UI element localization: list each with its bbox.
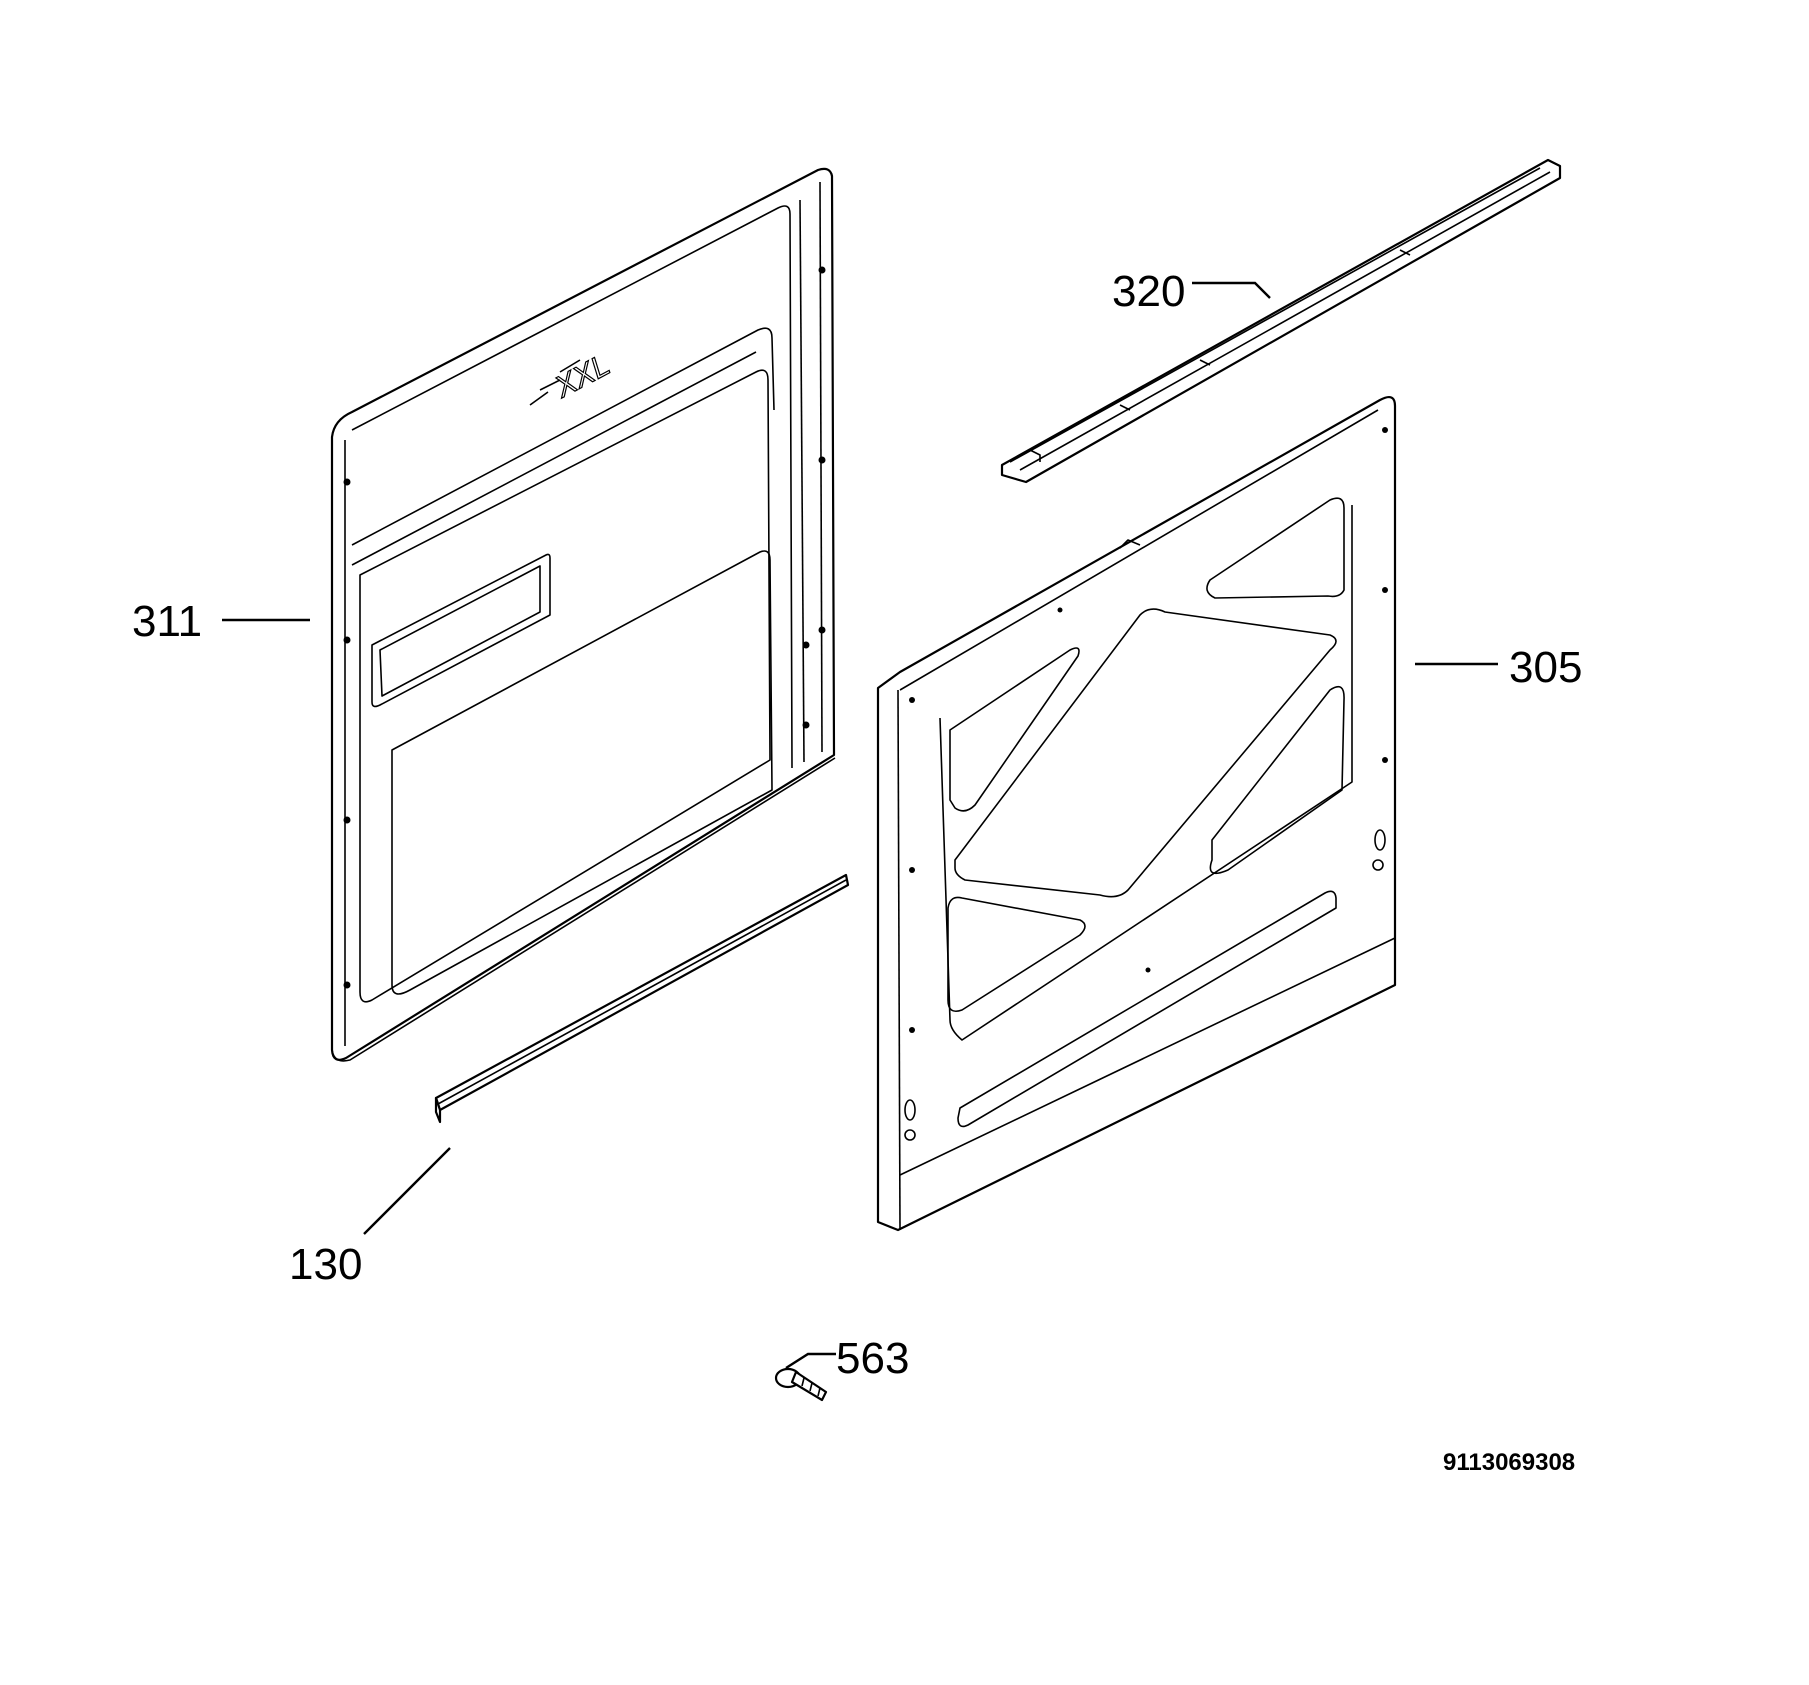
callout-563-label: 563 — [836, 1334, 909, 1383]
part-320-top-rail — [1000, 158, 1562, 484]
part-311-inner-door-panel — [330, 167, 836, 1062]
leader-line-320 — [1192, 281, 1271, 299]
document-number: 9113069308 — [1443, 1449, 1575, 1476]
part-563-screw — [774, 1367, 828, 1402]
leader-line-563 — [785, 1352, 836, 1370]
callout-320-label: 320 — [1112, 267, 1185, 316]
callout-305-label: 305 — [1509, 643, 1582, 692]
leader-line-130 — [363, 1147, 451, 1235]
callout-130-label: 130 — [289, 1240, 362, 1289]
callout-311-label: 311 — [132, 597, 202, 646]
part-130-bottom-trim-strip — [434, 873, 850, 1124]
part-305-outer-door-panel — [876, 396, 1397, 1232]
